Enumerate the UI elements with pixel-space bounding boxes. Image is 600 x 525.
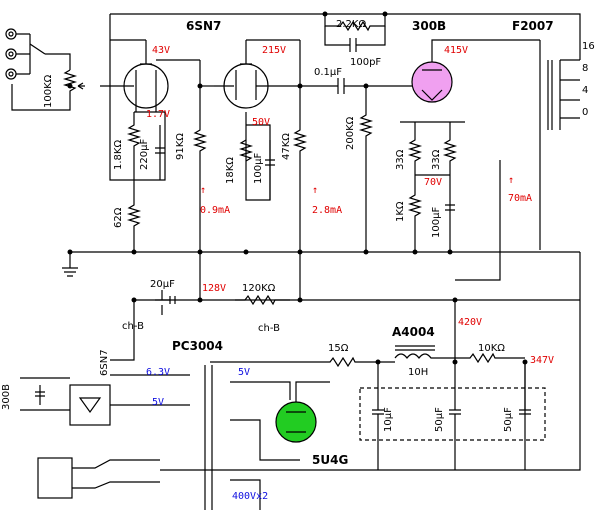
volume-pot	[11, 69, 78, 111]
current-0-9: 0.9mA	[200, 205, 231, 216]
value-50uf-1: 50μF	[434, 407, 445, 432]
tap-16: 16	[582, 41, 595, 52]
rectifier-5u4g	[275, 401, 317, 443]
value-10k: 10KΩ	[478, 343, 505, 354]
value-100k: 100KΩ	[43, 74, 54, 108]
resistor-18k	[238, 139, 254, 162]
label-pc3004: PC3004	[172, 339, 223, 353]
tap-4: 4	[582, 85, 589, 96]
input-jack-2	[5, 48, 17, 60]
label-f2007: F2007	[512, 19, 554, 33]
voltage-70: 70V	[424, 177, 443, 188]
value-1k: 1KΩ	[395, 201, 406, 222]
value-1-8k: 1.8KΩ	[113, 139, 124, 170]
tap-8: 8	[582, 63, 589, 74]
current-2-8: 2.8mA	[312, 205, 343, 216]
value-62: 62Ω	[113, 207, 124, 228]
resistor-1-8k	[126, 112, 142, 180]
resistor-62	[126, 180, 142, 252]
value-220uf: 220μF	[139, 138, 150, 170]
arrow-2: ↑	[312, 185, 319, 196]
voltage-128: 128V	[202, 283, 227, 294]
value-20uf: 20μF	[150, 279, 175, 290]
input-jack-1	[5, 28, 17, 40]
resistor-200k	[358, 86, 374, 252]
winding-400v: 400Vx2	[232, 491, 269, 502]
voltage-43: 43V	[152, 45, 171, 56]
voltage-347: 347V	[530, 355, 555, 366]
value-10uf: 10μF	[383, 407, 394, 432]
tap-0: 0	[582, 107, 589, 118]
tube-300b	[411, 61, 453, 103]
voltage-50: 50V	[252, 117, 271, 128]
voltage-420: 420V	[458, 317, 483, 328]
value-50uf-2: 50μF	[503, 407, 514, 432]
value-100uf-out: 100μF	[431, 206, 442, 238]
label-10h: 10H	[408, 367, 429, 378]
arrow-1: ↑	[200, 185, 207, 196]
value-200k: 200KΩ	[345, 116, 356, 150]
resistor-47k	[292, 40, 308, 300]
capacitor-bank	[359, 387, 546, 441]
voltage-215: 215V	[262, 45, 287, 56]
input-selector-switch	[29, 43, 46, 55]
cap-20uf	[155, 290, 176, 315]
label-5u4g: 5U4G	[312, 453, 349, 467]
resistor-120k	[235, 294, 290, 306]
winding-5v-1: 5V	[238, 367, 251, 378]
voltage-415: 415V	[444, 45, 469, 56]
mains-socket	[37, 457, 73, 499]
label-ch-b-1: ch-B	[122, 321, 144, 332]
label-6sn7: 6SN7	[186, 19, 222, 33]
label-a4004: A4004	[392, 325, 435, 339]
arrow-3: ↑	[508, 175, 515, 186]
value-33-1: 33Ω	[395, 149, 406, 170]
bridge-rectifier	[69, 384, 111, 426]
value-47k: 47KΩ	[281, 133, 292, 160]
winding-6-3v: 6.3V	[146, 367, 171, 378]
filter-chain	[210, 352, 525, 368]
label-300b-side: 300B	[1, 384, 12, 410]
voltage-1-7: 1.7V	[146, 109, 171, 120]
value-0-1uf: 0.1μF	[314, 67, 343, 78]
value-100uf: 100μF	[253, 152, 264, 184]
value-33-2: 33Ω	[431, 149, 442, 170]
power-transformer	[204, 365, 213, 510]
input-jack-3	[5, 68, 17, 80]
winding-5v-2: 5V	[152, 397, 165, 408]
label-6sn7-side: 6SN7	[99, 349, 110, 376]
value-120k: 120KΩ	[242, 283, 276, 294]
value-18k: 18KΩ	[225, 157, 236, 184]
current-70: 70mA	[508, 193, 533, 204]
label-ch-b-2: ch-B	[258, 323, 280, 334]
label-300b: 300B	[412, 19, 447, 33]
coupling-cap	[300, 78, 420, 94]
value-91k: 91KΩ	[175, 133, 186, 160]
value-2-2k: 2.2KΩ	[336, 19, 367, 30]
value-15: 15Ω	[328, 343, 349, 354]
value-100pf: 100pF	[350, 57, 382, 68]
resistor-91k	[192, 60, 208, 300]
